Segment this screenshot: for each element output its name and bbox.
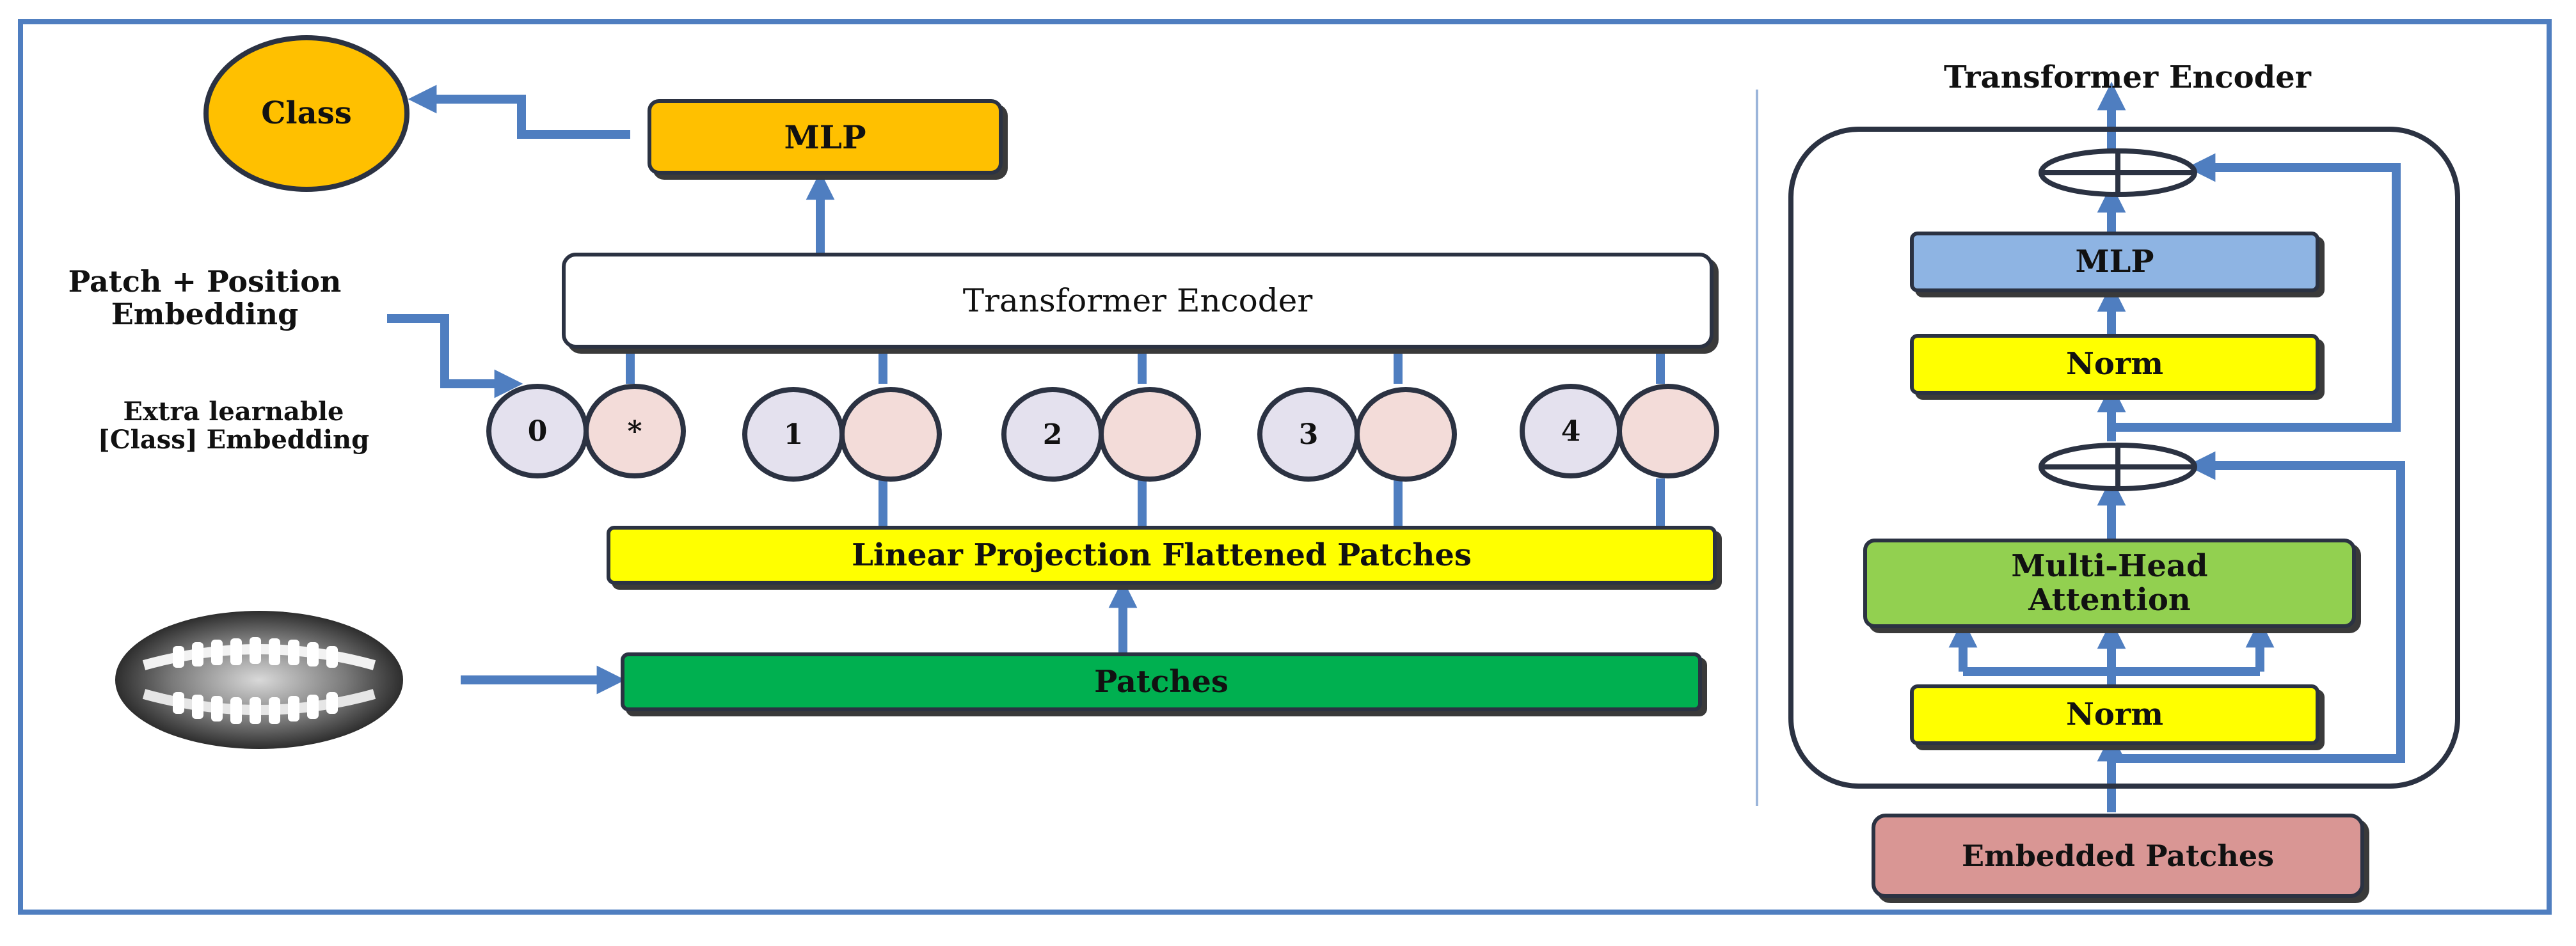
multi-head-attention-box: Multi-Head Attention: [1863, 539, 2356, 628]
multi-head-attention-label: Multi-Head Attention: [2011, 548, 2208, 618]
arrow-embedding-to-token: [387, 314, 523, 398]
token-position-3: 3: [1257, 387, 1360, 482]
residual-skip-1: [2111, 451, 2405, 763]
norm-top-label: Norm: [2066, 346, 2163, 382]
norm-bottom-box: Norm: [1910, 684, 2319, 745]
outer-frame: [18, 19, 2552, 915]
norm-bottom-label: Norm: [2066, 697, 2163, 733]
token-position-4: 4: [1520, 384, 1622, 478]
token-position-2: 2: [1001, 387, 1104, 482]
class-output-node: Class: [203, 35, 409, 192]
token-patch-embedding-2: [1099, 387, 1201, 482]
right-panel-title: Transformer Encoder: [1944, 59, 2311, 95]
residual-add-icon: [2039, 443, 2197, 491]
transformer-encoder-box: Transformer Encoder: [562, 253, 1713, 349]
patch-position-label: Patch + Position Embedding: [68, 264, 342, 331]
token-position-1: 1: [742, 387, 845, 482]
arrow-mlp-to-class: [408, 84, 630, 139]
transformer-encoder-label: Transformer Encoder: [962, 281, 1313, 319]
linear-projection-box: Linear Projection Flattened Patches: [607, 526, 1717, 585]
mlp-head-box: MLP: [648, 99, 1003, 175]
token-patch-embedding-4: [1617, 384, 1719, 478]
residual-skip-2: [2111, 153, 2401, 432]
mlp-head-label: MLP: [784, 118, 866, 156]
residual-add-icon: [2039, 148, 2197, 197]
token-patch-embedding-3: [1355, 387, 1457, 482]
extra-class-embedding-label: Extra learnable [Class] Embedding: [97, 397, 370, 455]
encoder-block-container: [1788, 127, 2460, 789]
patches-box: Patches: [621, 652, 1702, 711]
norm-top-box: Norm: [1910, 334, 2319, 395]
dental-xray-image: [115, 611, 403, 749]
encoder-mlp-label: MLP: [2075, 244, 2154, 280]
encoder-mlp-box: MLP: [1910, 232, 2319, 292]
token-patch-embedding-1: [839, 387, 942, 482]
token-class-embedding: *: [584, 384, 686, 478]
embedded-patches-box: Embedded Patches: [1872, 814, 2364, 898]
token-position-0: 0: [486, 384, 589, 478]
linear-projection-label: Linear Projection Flattened Patches: [852, 537, 1472, 573]
class-label: Class: [261, 95, 352, 132]
patches-label: Patches: [1094, 663, 1228, 700]
embedded-patches-label: Embedded Patches: [1962, 838, 2274, 873]
